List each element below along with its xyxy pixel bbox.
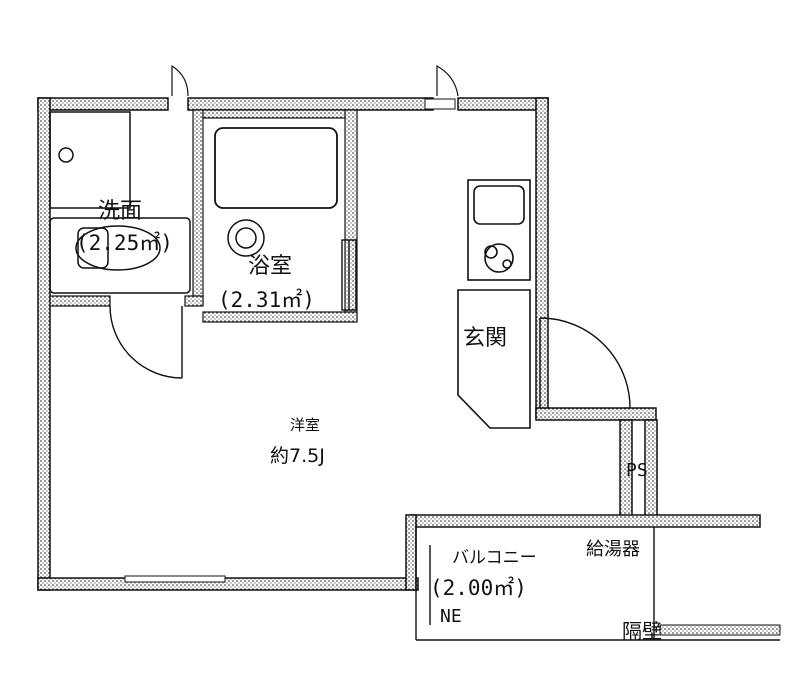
- balcony-label: バルコニー: [452, 548, 537, 568]
- pipe-space-label: PS: [626, 460, 648, 481]
- bathroom-door: [341, 239, 357, 311]
- bath-basin: [227, 219, 265, 257]
- western-room-size: 約7.5J: [270, 445, 325, 467]
- washroom-door-swing: [109, 305, 183, 379]
- washroom-label: 洗面: [98, 199, 142, 224]
- outer-walls: [37, 97, 761, 591]
- interior-walls: [49, 109, 358, 323]
- washing-machine: [49, 111, 131, 209]
- partition-label: 隔壁: [622, 619, 662, 643]
- entrance-door-swing: [539, 317, 631, 409]
- bathtub: [214, 127, 338, 209]
- western-room-label: 洋室: [290, 416, 320, 434]
- balcony-rail: [659, 624, 781, 636]
- kitchen-counter: [467, 179, 531, 281]
- top-door-left: [171, 64, 189, 97]
- entrance-floor: [457, 289, 531, 429]
- entrance-label: 玄関: [463, 326, 507, 351]
- balcony-note: NE: [440, 606, 462, 627]
- window-marks: [124, 98, 456, 583]
- bathroom-area: (2.31㎡): [218, 288, 315, 312]
- washroom-area: (2.25㎡): [76, 231, 173, 255]
- bathroom-label: 浴室: [248, 254, 292, 279]
- top-door-right: [436, 64, 459, 97]
- balcony-area: (2.00㎡): [430, 576, 527, 600]
- water-heater-label: 給湯器: [586, 539, 640, 560]
- vanity-sink: [49, 217, 191, 294]
- balcony-outline: [415, 527, 780, 641]
